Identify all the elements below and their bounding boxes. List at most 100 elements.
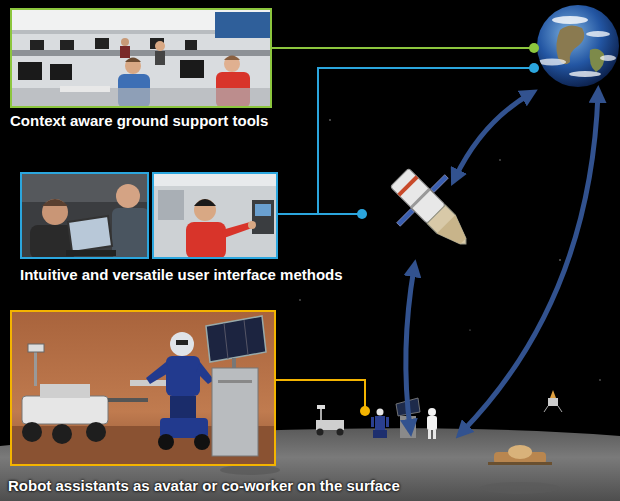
surface-rover: [316, 420, 344, 430]
control-room-photo: [125, 58, 141, 74]
crew-interface-photo: [194, 199, 216, 221]
control-room-photo: [95, 38, 109, 49]
spacecraft: [427, 205, 475, 253]
leader-dot: [357, 43, 539, 416]
control-room-photo: [155, 51, 165, 65]
crew-interface-photo: [152, 172, 278, 186]
photo-panel: Robot assistants as avatar or co-worker …: [8, 310, 400, 495]
spacecraft: [375, 153, 490, 268]
earth-globe: [569, 71, 601, 77]
leader-dot: [360, 406, 370, 416]
humanoid-robot: [170, 396, 196, 418]
communication-arrow: [406, 268, 414, 428]
star-field: [329, 119, 331, 121]
star-field: [559, 259, 561, 261]
control-room-photo: [30, 40, 44, 50]
control-room-photo: [155, 41, 165, 51]
surface-rover: [317, 429, 324, 436]
flying-lander: [548, 398, 558, 406]
crew-interface-photo: [248, 221, 256, 229]
surface-habitat: [508, 445, 532, 459]
earth-globe: [590, 49, 605, 72]
humanoid-robot: [166, 356, 200, 396]
laptop-users-photo: [20, 172, 149, 259]
humanoid-robot: [170, 332, 194, 356]
panel-caption: Robot assistants as avatar or co-worker …: [8, 477, 400, 495]
humanoid-robot: [146, 362, 170, 384]
laptop-users-photo: [42, 199, 68, 225]
solar-panel-unit: [224, 323, 228, 359]
control-room-photo: [180, 60, 204, 78]
leader-line: [276, 380, 365, 408]
rover: [40, 384, 90, 398]
star-field: [299, 299, 300, 300]
photo-panel: Context aware ground support tools: [10, 8, 272, 130]
photo-frame: [152, 172, 278, 259]
spacecraft: [431, 175, 449, 193]
humanoid-robot: [194, 434, 210, 450]
surface-robot: [373, 430, 387, 438]
control-room-photo: [18, 62, 42, 80]
laptop-users-photo: [68, 216, 112, 252]
rover: [22, 422, 42, 442]
flying-lander: [550, 390, 556, 398]
laptop-users-photo: [66, 250, 116, 256]
spacecraft: [397, 209, 415, 227]
control-room-photo: [10, 8, 272, 108]
star-field: [469, 329, 470, 330]
control-room-photo: [10, 50, 272, 56]
panel-caption: Context aware ground support tools: [10, 112, 272, 130]
flying-lander: [544, 390, 562, 412]
control-room-photo: [125, 58, 141, 63]
star-field: [599, 379, 600, 380]
crew-interface-photo: [194, 199, 216, 206]
photo-frame: [10, 8, 272, 108]
solar-panel-unit: [244, 320, 248, 355]
crew-interface-photo: [252, 200, 274, 234]
lunar-surface: [220, 465, 280, 475]
humanoid-robot: [130, 332, 214, 450]
control-room-photo: [50, 64, 72, 80]
earth-globe: [552, 16, 588, 24]
humanoid-robot: [176, 340, 188, 345]
surface-habitat: [488, 462, 552, 465]
leader-line: [272, 48, 533, 408]
star-field: [299, 119, 600, 381]
laptop-users-photo: [42, 199, 68, 206]
surface-rover: [317, 405, 325, 409]
laptop-users-photo: [116, 184, 140, 208]
earth-globe: [586, 31, 610, 37]
earth-globe: [537, 5, 619, 87]
robot-assistants-photo: [10, 310, 276, 466]
control-room-photo: [120, 46, 130, 58]
leader-dot: [357, 209, 367, 219]
surface-astronaut: [428, 430, 431, 439]
control-room-photo: [185, 40, 197, 50]
laptop-users-photo: [20, 172, 149, 259]
surface-rover: [320, 408, 322, 420]
star-field: [499, 159, 500, 160]
humanoid-robot: [196, 362, 214, 384]
control-room-photo: [60, 40, 74, 50]
surface-robot: [377, 409, 384, 416]
earth-globe: [600, 55, 616, 61]
control-room-photo: [215, 12, 270, 38]
panel-caption: Intuitive and versatile user interface m…: [20, 266, 343, 284]
surface-habitat: [488, 445, 552, 465]
frame-spacer: [10, 8, 272, 112]
surface-robot: [375, 416, 385, 430]
frame-spacer: [20, 172, 343, 266]
solar-panel-unit: [206, 316, 266, 456]
solar-panel-unit: [206, 316, 266, 362]
photo-panel: Intuitive and versatile user interface m…: [20, 172, 343, 284]
leader-dot: [529, 63, 539, 73]
crew-interface-photo: [152, 172, 278, 259]
control-room-photo: [224, 56, 240, 61]
crew-interface-photo: [158, 190, 184, 220]
spacecraft: [410, 188, 431, 209]
spacecraft: [397, 175, 418, 196]
lunar-surface: [480, 482, 560, 494]
